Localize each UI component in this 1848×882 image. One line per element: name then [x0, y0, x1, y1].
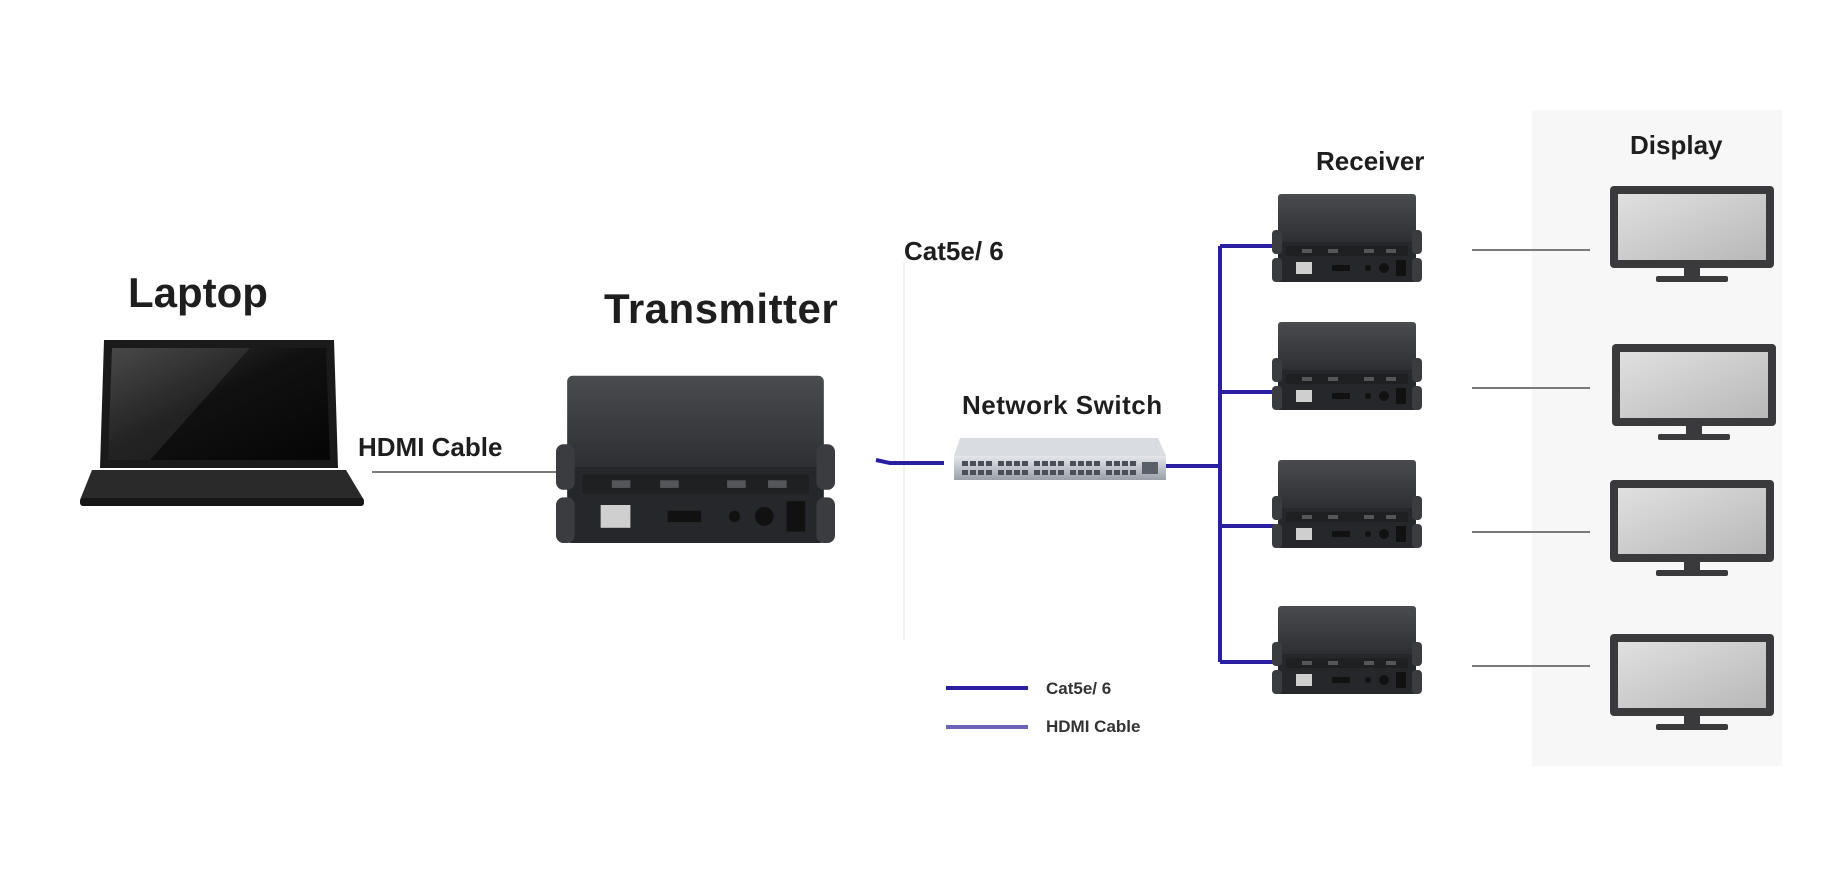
- hdmi-lines-receivers-displays: [1472, 249, 1590, 667]
- receiver-device-2: [1272, 322, 1422, 410]
- display-monitor-4: [1610, 634, 1774, 730]
- cat-links-switch-receivers: [1166, 244, 1276, 664]
- laptop-icon: [80, 340, 364, 506]
- network-switch-device: [954, 438, 1166, 480]
- network-switch-label: Network Switch: [962, 390, 1163, 420]
- cat-cable-label: Cat5e/ 6: [904, 236, 1004, 266]
- display-monitor-2: [1612, 344, 1776, 440]
- laptop-label: Laptop: [128, 269, 268, 316]
- transmitter-device: [556, 375, 835, 543]
- receiver-device-1: [1272, 194, 1422, 282]
- legend-cat-label: Cat5e/ 6: [1046, 679, 1112, 698]
- transmitter-label: Transmitter: [604, 285, 839, 332]
- hdmi-cable-label: HDMI Cable: [358, 432, 503, 462]
- receiver-device-3: [1272, 460, 1422, 548]
- cat-link-tx-switch: [875, 458, 944, 465]
- display-monitor-3: [1610, 480, 1774, 576]
- legend-hdmi-label: HDMI Cable: [1046, 717, 1141, 736]
- receiver-device-4: [1272, 606, 1422, 694]
- display-label: Display: [1630, 130, 1723, 160]
- receiver-label: Receiver: [1316, 146, 1425, 176]
- display-monitor-1: [1610, 186, 1774, 282]
